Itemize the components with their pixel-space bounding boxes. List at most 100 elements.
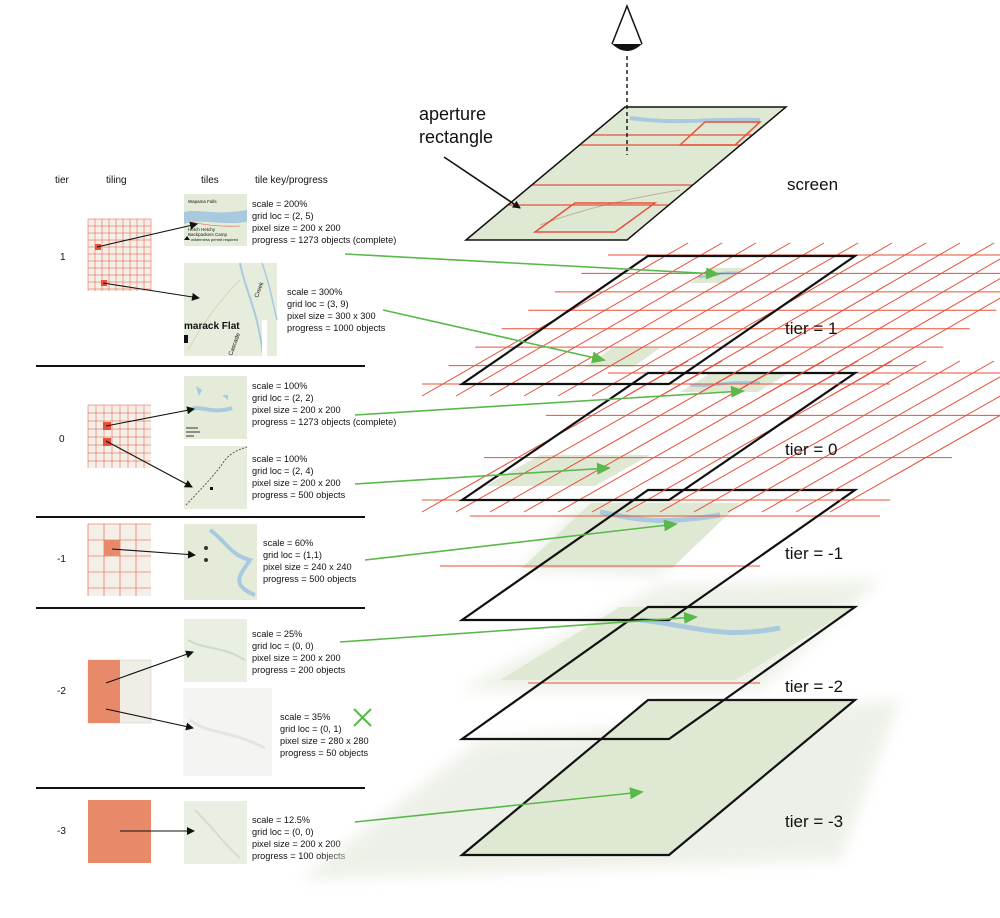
map-place-label: Hetch Hetchy	[188, 227, 216, 232]
key-line: scale = 300%	[287, 287, 342, 297]
green-arrows	[339, 253, 745, 823]
grid-line	[761, 258, 1000, 397]
tile-to-layer-arrow	[354, 462, 611, 485]
tile-to-layer-arrow	[364, 519, 678, 561]
header-tile-key: tile key/progress	[255, 175, 328, 186]
key-line: grid loc = (2, 4)	[252, 466, 314, 476]
tile-key-m2b: scale = 35% grid loc = (0, 1) pixel size…	[280, 712, 369, 758]
key-line: progress = 1273 objects (complete)	[252, 417, 396, 427]
tile-thumb-1a: Wapama Falls Hetch Hetchy Backpackers Ca…	[184, 194, 247, 246]
tile-thumb-1b: marack Flat Creek Cascade	[184, 262, 278, 357]
key-line: pixel size = 200 x 200	[252, 653, 341, 663]
map-creek-label: Creek	[254, 281, 265, 299]
header-tiling: tiling	[106, 175, 127, 186]
grid-line	[795, 278, 1000, 397]
tiling-arrow	[105, 708, 194, 731]
key-line: pixel size = 200 x 200	[252, 839, 341, 849]
tile-key-m2a: scale = 25% grid loc = (0, 0) pixel size…	[252, 629, 346, 675]
tile-thumb-m2b	[183, 688, 272, 776]
key-line: progress = 1273 objects (complete)	[252, 235, 396, 245]
key-line: grid loc = (2, 2)	[252, 393, 314, 403]
tile-thumb-m2a	[184, 619, 247, 682]
key-line: grid loc = (0, 0)	[252, 827, 314, 837]
key-line: grid loc = (0, 1)	[280, 724, 342, 734]
grid-line	[829, 297, 1000, 397]
tile-key-m3: scale = 12.5% grid loc = (0, 0) pixel si…	[252, 815, 346, 861]
grid-line	[727, 360, 995, 513]
key-line: scale = 35%	[280, 712, 330, 722]
header-tier: tier	[55, 175, 70, 186]
key-line: pixel size = 240 x 240	[263, 562, 352, 572]
key-line: grid loc = (1,1)	[263, 550, 322, 560]
key-line: scale = 12.5%	[252, 815, 310, 825]
tier-layer-label: tier = -2	[785, 677, 843, 696]
grid-line	[829, 414, 1000, 513]
key-line: scale = 200%	[252, 199, 307, 209]
tiling-arrow	[96, 221, 198, 248]
reject-x-icon	[353, 708, 372, 727]
grid-line	[659, 360, 927, 513]
key-line: pixel size = 200 x 200	[252, 478, 341, 488]
key-line: pixel size = 300 x 300	[287, 311, 376, 321]
key-line: progress = 50 objects	[280, 748, 369, 758]
tier-layer-label: tier = -1	[785, 544, 843, 563]
map-place-label: Backpackers Camp	[188, 232, 228, 237]
grid-line	[557, 242, 825, 397]
aperture-label-line: rectangle	[419, 127, 493, 147]
tile-to-layer-arrow	[339, 611, 698, 643]
aperture-label: aperture rectangle	[419, 104, 521, 209]
tile-key-m1: scale = 60% grid loc = (1,1) pixel size …	[263, 538, 357, 584]
tier-label: -2	[57, 686, 66, 697]
tile-key-1b: scale = 300% grid loc = (3, 9) pixel siz…	[287, 287, 386, 333]
tile-thumb-m3	[184, 801, 247, 864]
tiling-tier-minus2	[87, 659, 152, 724]
header-tiles: tiles	[201, 175, 219, 186]
column-headers: tier tiling tiles tile key/progress	[55, 175, 328, 186]
grid-line	[659, 242, 927, 397]
map-place-label: Wapama Falls	[188, 199, 217, 204]
row-separators	[36, 365, 365, 789]
key-line: scale = 100%	[252, 454, 307, 464]
grid-line	[693, 360, 961, 513]
tier-layer-label: tier = 1	[785, 319, 837, 338]
tiling-arrows	[96, 221, 200, 835]
key-line: grid loc = (2, 5)	[252, 211, 314, 221]
key-line: progress = 500 objects	[263, 574, 357, 584]
grid-line	[625, 242, 893, 397]
grid-line	[693, 242, 961, 397]
tile-to-layer-arrow	[354, 787, 644, 823]
map-place-label: marack Flat	[184, 321, 240, 332]
tile-to-layer-arrow	[354, 385, 745, 416]
grid-line	[523, 242, 791, 397]
tile-key-0a: scale = 100% grid loc = (2, 2) pixel siz…	[252, 381, 396, 427]
grid-line	[761, 376, 1000, 513]
tile-thumb-0a	[184, 376, 247, 439]
tile-key-0b: scale = 100% grid loc = (2, 4) pixel siz…	[252, 454, 346, 500]
grid-line	[795, 395, 1000, 513]
key-line: progress = 100 objects	[252, 851, 346, 861]
key-line: scale = 25%	[252, 629, 302, 639]
tiling-arrow	[105, 440, 193, 488]
key-line: scale = 100%	[252, 381, 307, 391]
map-place-label: wilderness permit required	[191, 237, 238, 242]
tier-label: 0	[59, 434, 65, 445]
key-line: grid loc = (0, 0)	[252, 641, 314, 651]
tiling-arrow	[102, 282, 200, 301]
eye-icon	[611, 3, 643, 155]
key-line: scale = 60%	[263, 538, 313, 548]
layer-screen	[463, 106, 789, 241]
tiling-arrow	[111, 548, 196, 559]
tile-to-layer-arrow	[382, 309, 606, 364]
key-line: pixel size = 200 x 200	[252, 405, 341, 415]
screen-label: screen	[787, 175, 838, 194]
tiling-tier-minus1	[87, 523, 151, 596]
key-line: progress = 200 objects	[252, 665, 346, 675]
tile-key-1a: scale = 200% grid loc = (2, 5) pixel siz…	[252, 199, 396, 245]
key-line: progress = 500 objects	[252, 490, 346, 500]
tier-labels: 1 0 -1 -2 -3	[57, 252, 66, 837]
tier-label: -3	[57, 826, 66, 837]
key-line: grid loc = (3, 9)	[287, 299, 349, 309]
grid-line	[591, 242, 859, 397]
tier-layer-label: tier = -3	[785, 812, 843, 831]
tiling-arrow	[105, 406, 195, 427]
